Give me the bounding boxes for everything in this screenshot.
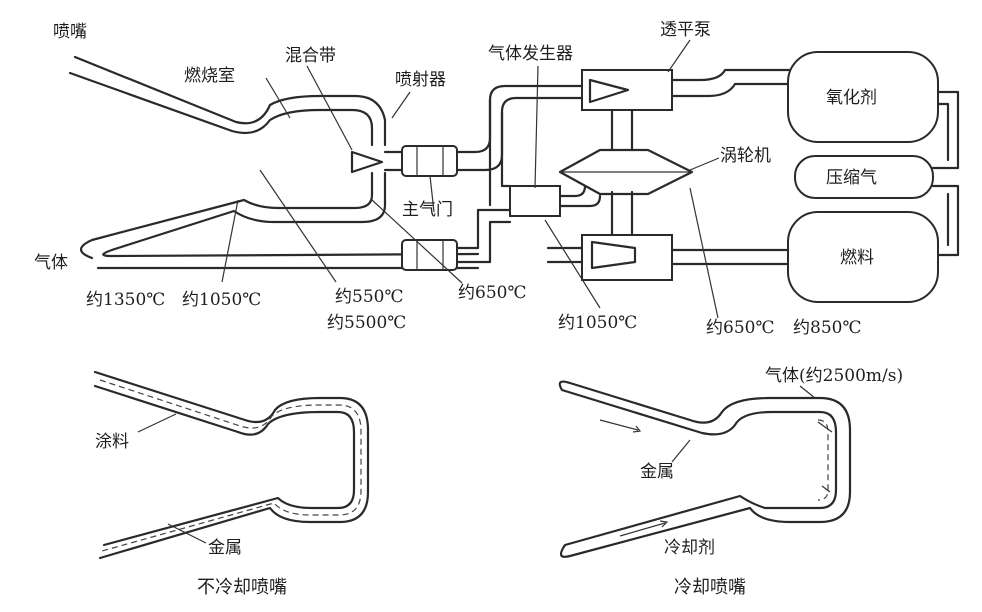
uncooled-nozzle-wall [93,370,370,560]
coolant-channel [817,419,829,501]
label-temp-1050-a: 约1050℃ [182,290,262,310]
coating-layer [99,379,362,552]
label-fuel: 燃料 [840,248,874,268]
leader-lines [221,39,720,319]
label-nozzle: 喷嘴 [53,22,87,42]
label-compressed-gas: 压缩气 [826,168,877,188]
label-temp-650-b: 约650℃ [706,318,775,338]
label-temp-5500: 约5500℃ [327,313,407,333]
fuel-tank [787,211,939,303]
label-main-valve: 主气门 [402,200,453,220]
label-gas: 气体 [34,253,68,273]
label-turbine: 涡轮机 [720,146,771,166]
label-temp-550: 约550℃ [335,287,404,307]
label-gas-generator: 气体发生器 [488,44,573,64]
label-coolant: 冷却剂 [664,538,715,558]
caption-uncooled-nozzle: 不冷却喷嘴 [197,577,287,598]
label-injector: 喷射器 [395,70,446,90]
oxidizer-feed-line [383,150,404,172]
chamber-lower-outer-wall [102,171,480,258]
label-temp-1050-b: 约1050℃ [558,313,638,333]
gas-generator [509,185,561,217]
label-turbopump: 透平泵 [660,20,711,40]
injector-triangle [350,150,384,174]
main-valve [401,239,458,271]
chamber-lower-inner-wall [79,171,374,260]
nozzle-outer-wall [73,55,387,147]
label-coating: 涂料 [95,432,129,452]
injector-valve [401,145,458,177]
nozzle-inner-wall [68,71,374,147]
label-combustion-chamber: 燃烧室 [184,66,235,86]
label-temp-650-a: 约650℃ [458,283,527,303]
compressed-gas-tank [794,155,934,199]
label-temp-850: 约850℃ [793,318,862,338]
label-mixing-zone: 混合带 [285,46,336,66]
oxidizer-tank [787,51,939,143]
label-oxidizer: 氧化剂 [826,88,877,108]
caption-cooled-nozzle: 冷却喷嘴 [674,577,746,598]
label-metal-right: 金属 [640,462,674,482]
cooled-nozzle-wall [558,380,852,558]
label-metal-left: 金属 [208,538,242,558]
label-gas-speed: 气体(约2500m/s) [765,366,904,386]
label-temp-1350: 约1350℃ [86,290,166,310]
